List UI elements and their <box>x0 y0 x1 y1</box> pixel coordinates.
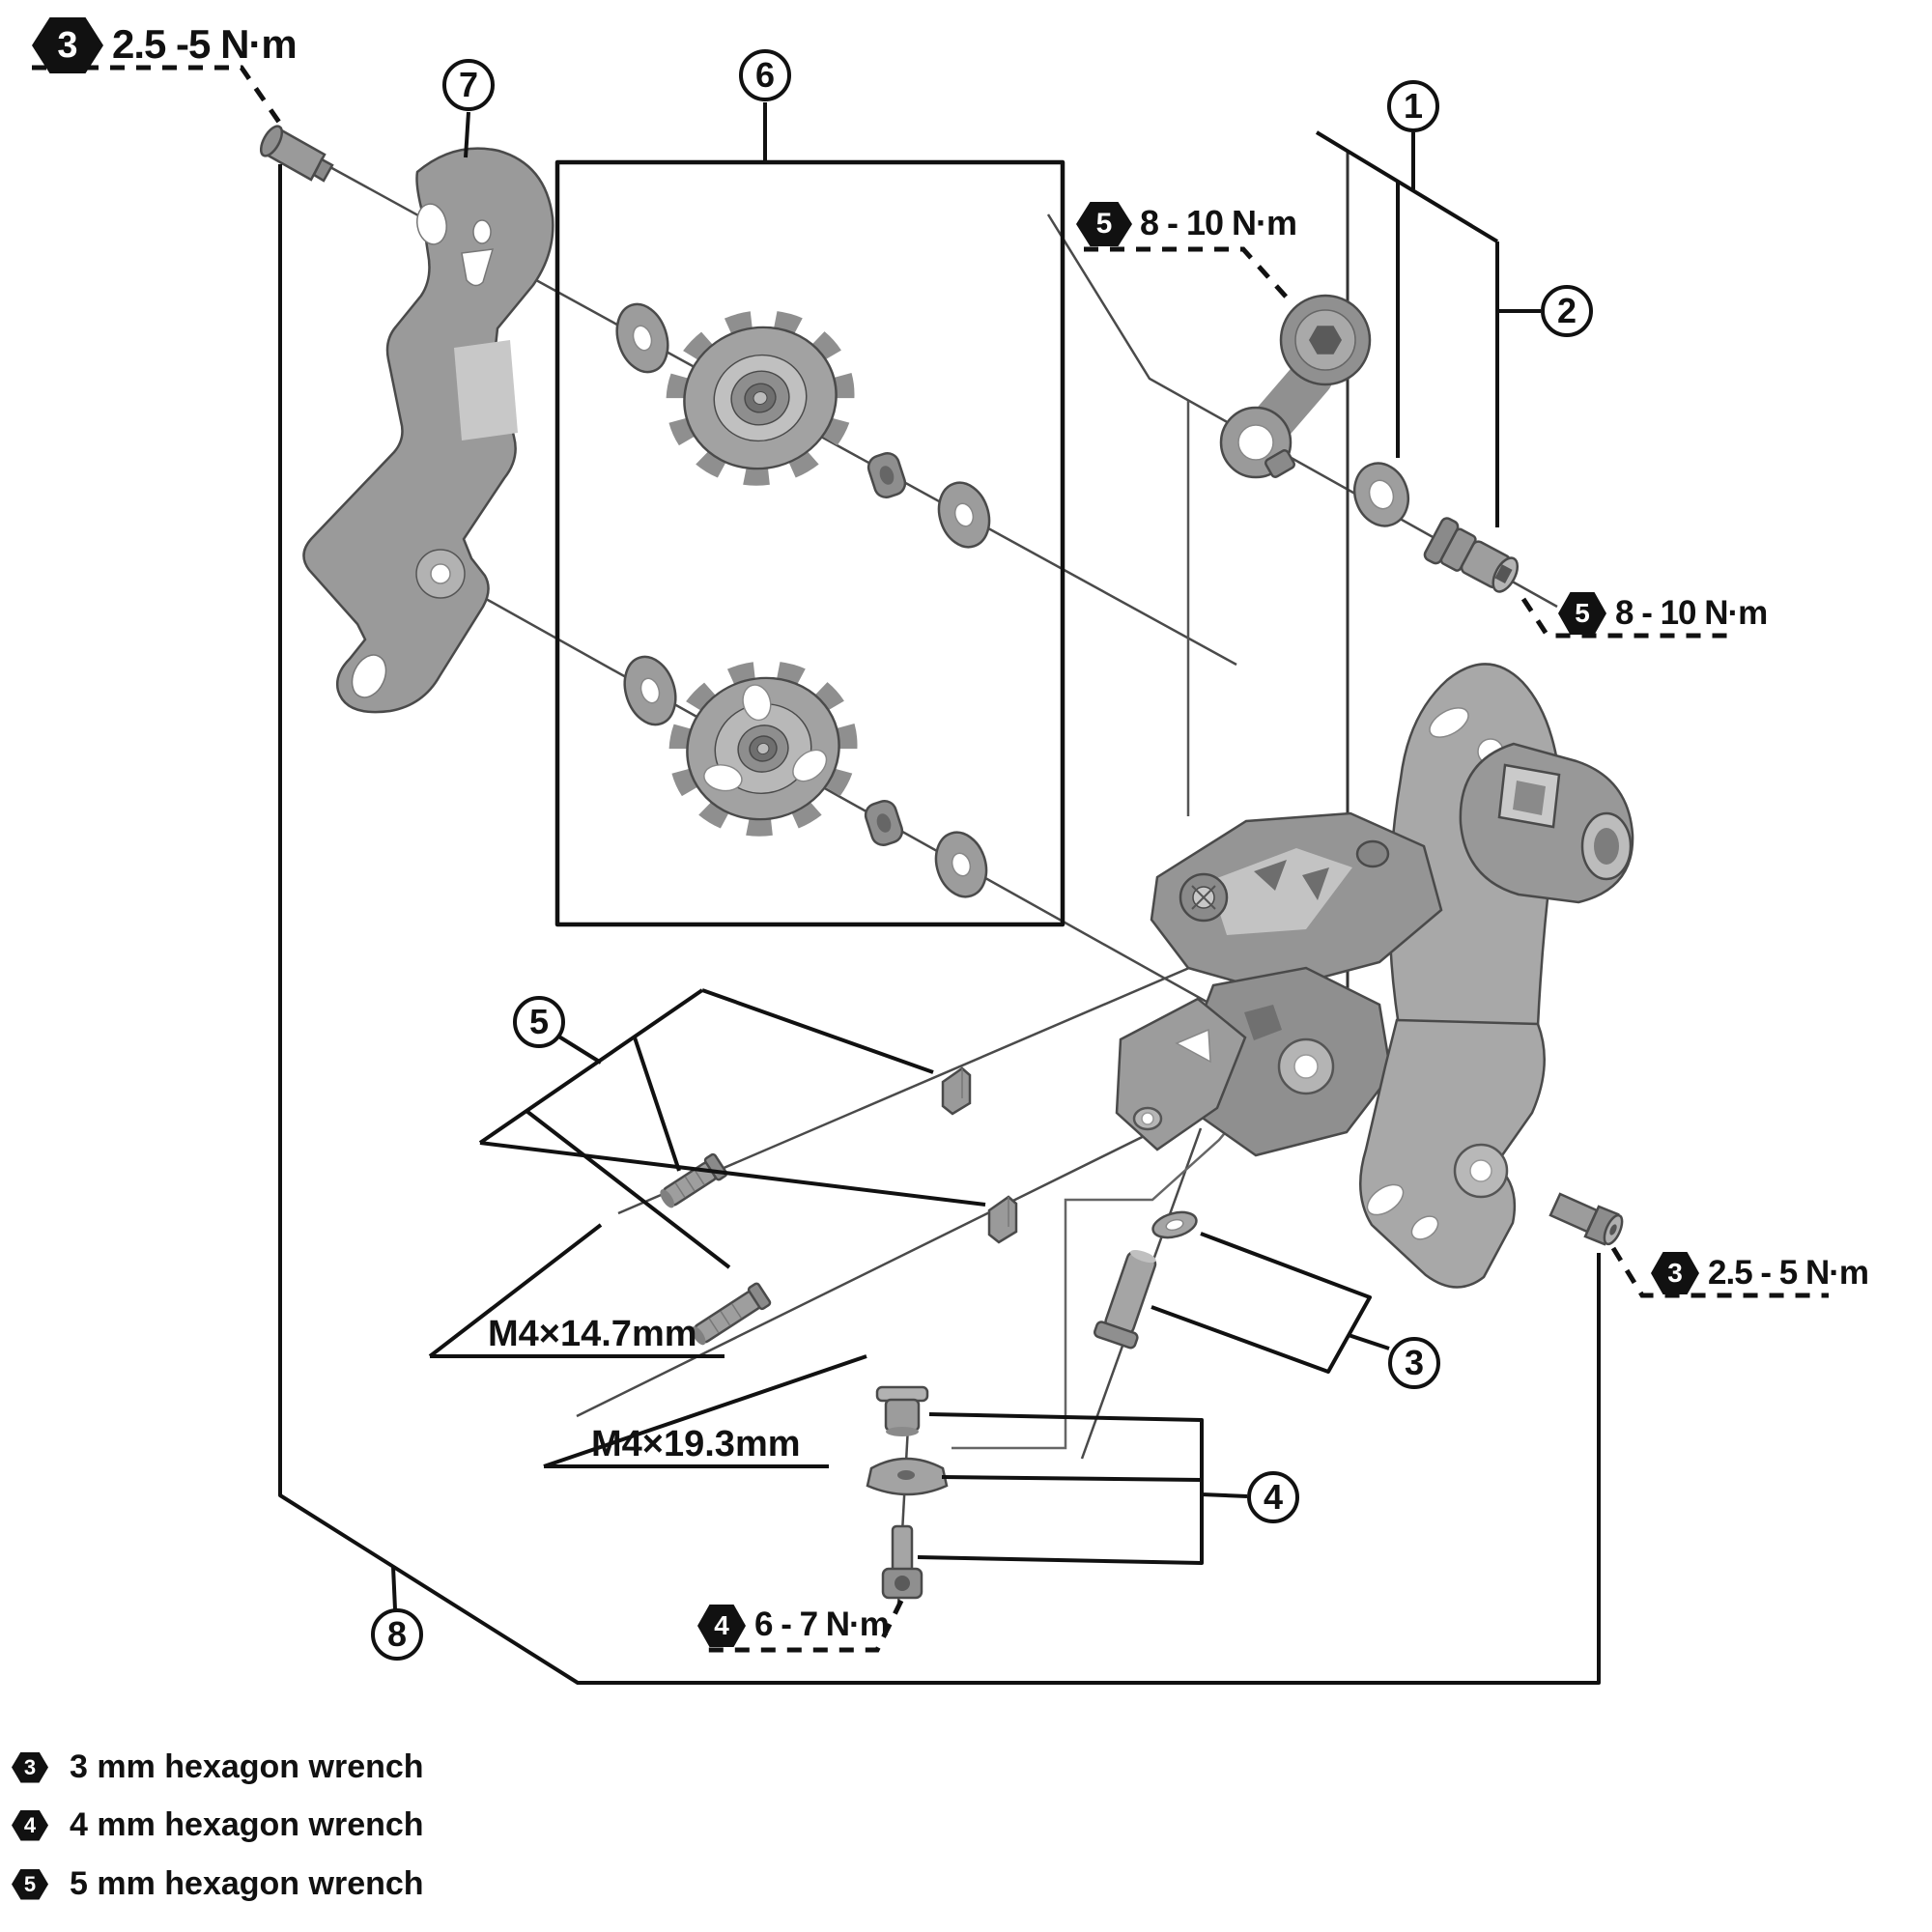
inner-plate-hole-4 <box>351 654 387 698</box>
hex-wrench-3-badge-icon: 3 <box>1651 1252 1699 1294</box>
outer-plate-lower <box>1358 1018 1546 1289</box>
pulley-bushing-2 <box>864 800 904 846</box>
stopper-cap <box>875 1385 929 1436</box>
callout-3: 3 <box>1388 1337 1440 1389</box>
pulley-washer-1 <box>615 302 669 374</box>
hex-wrench-3-legend-icon: 3 <box>12 1751 48 1783</box>
inner-plate-highlight <box>454 340 518 440</box>
legend-row-3mm: 3 3 mm hexagon wrench <box>12 1748 424 1786</box>
bracket-axle-unit <box>1219 294 1372 479</box>
callout5-arm-bolt-b <box>525 1109 731 1269</box>
callout4-bracket <box>917 1412 1248 1565</box>
plate-axle <box>1094 1249 1157 1350</box>
callout-7: 7 <box>442 59 495 111</box>
size-label-b-leader <box>543 1354 867 1468</box>
torque-leader-bottom <box>706 1599 904 1653</box>
torque-leader-right <box>1520 597 1727 639</box>
hex-socket <box>1309 326 1342 355</box>
callout3-stem <box>1348 1333 1390 1350</box>
pulley-bushing-1 <box>867 452 907 498</box>
cable-fixing-plate-b <box>987 1195 1018 1244</box>
cable-fixing-bolt-a <box>660 1152 728 1208</box>
callout-6: 6 <box>739 49 791 101</box>
stopper-set-leader-line <box>952 1083 1266 1450</box>
legend-row-4mm: 4 4 mm hexagon wrench <box>12 1806 424 1844</box>
size-label-upper-bolt: M4×14.7mm <box>488 1314 697 1354</box>
torque-value-lower-right: 2.5 - 5 N·m <box>1708 1254 1869 1292</box>
legend-row-5mm: 5 5 mm hexagon wrench <box>12 1865 424 1903</box>
inner-plate <box>302 147 554 714</box>
torque-leader-upper <box>1084 246 1289 299</box>
stopper-plate <box>866 1457 949 1496</box>
callout5-bracket <box>478 988 704 1145</box>
callout-8: 8 <box>371 1608 423 1661</box>
b-bolt <box>1423 517 1520 593</box>
callout-4: 4 <box>1247 1471 1299 1523</box>
guide-pulley-set <box>615 302 991 898</box>
legend-label-4mm: 4 mm hexagon wrench <box>70 1806 424 1843</box>
torque-leader-top-left <box>32 65 283 126</box>
callout5-arm-plate-b <box>479 1141 986 1207</box>
callout8-stem <box>391 1566 397 1610</box>
callout-2: 2 <box>1541 285 1593 337</box>
stroke-adjust-bolt-upper <box>259 125 334 183</box>
hex-wrench-5-badge-icon: 5 <box>1558 592 1606 635</box>
tension-pulley <box>668 661 858 837</box>
callout5-arm-plate-a <box>701 988 934 1074</box>
hex-wrench-4-badge-icon: 4 <box>697 1605 746 1647</box>
size-label-lower-bolt: M4×19.3mm <box>591 1424 801 1464</box>
hex-wrench-4-legend-icon: 4 <box>12 1809 48 1841</box>
torque-value-upper: 8 - 10 N·m <box>1140 203 1297 242</box>
torque-leader-lower-right <box>1610 1246 1829 1298</box>
stopper-bolt <box>881 1524 923 1600</box>
pulley-set-box <box>554 159 1065 927</box>
stroke-adjust-bolt-lower <box>1548 1192 1624 1246</box>
parts-layer <box>259 125 1634 1600</box>
inner-plate-hole-2 <box>472 219 492 244</box>
callout8-outline <box>278 164 1601 1685</box>
legend-label-3mm: 3 mm hexagon wrench <box>70 1748 424 1785</box>
torque-leader-lines <box>32 65 1829 1653</box>
torque-value-top-left: 2.5 -5 N·m <box>112 21 298 67</box>
callout7-stem <box>464 111 470 158</box>
callout5-arm-bolt-a <box>633 1037 681 1172</box>
callout5-stem <box>555 1034 603 1065</box>
callout-5: 5 <box>513 996 565 1048</box>
legend-label-5mm: 5 mm hexagon wrench <box>70 1865 424 1902</box>
torque-value-bottom: 6 - 7 N·m <box>754 1605 890 1643</box>
b-washer-upper <box>1352 462 1410 527</box>
plate-axle-washer <box>1151 1210 1198 1239</box>
hex-socket <box>1494 564 1513 583</box>
torque-value-right: 8 - 10 N·m <box>1615 594 1768 632</box>
pulley-washer-2 <box>937 481 991 549</box>
size-label-a-leader <box>428 1223 724 1358</box>
callout1-bracket <box>1315 130 1499 243</box>
derailleur-body <box>1115 663 1634 1289</box>
pulley-washer-3 <box>623 655 677 726</box>
inner-plate-hole-3 <box>461 248 495 287</box>
hex-wrench-5-legend-icon: 5 <box>12 1868 48 1900</box>
bracket-axle-axis-line <box>1046 213 1558 609</box>
pulley-washer-4 <box>934 831 988 898</box>
cable-fixing-plate-a <box>941 1066 972 1116</box>
inner-plate-hole-1 <box>416 203 447 245</box>
callout3-bracket <box>1151 1232 1372 1374</box>
guide-pulley <box>666 310 855 486</box>
callout-lines <box>278 102 1601 1685</box>
cable-fixing-bolt-b <box>691 1282 772 1346</box>
callout-1: 1 <box>1387 80 1439 132</box>
